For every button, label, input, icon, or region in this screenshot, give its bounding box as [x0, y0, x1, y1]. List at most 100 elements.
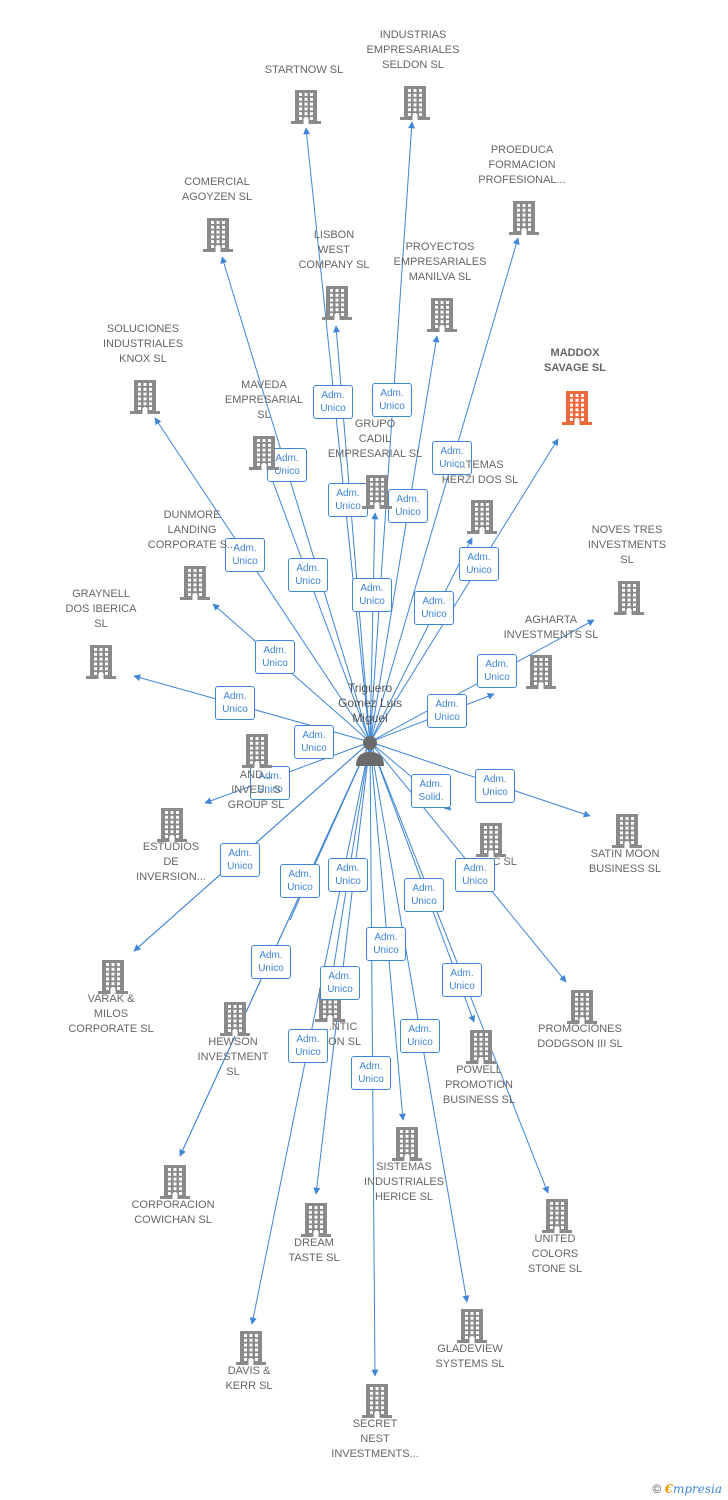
building-icon-and[interactable] — [242, 734, 272, 773]
building-icon-maddox[interactable] — [562, 391, 592, 430]
role-tag-and[interactable]: Adm. Unico — [250, 766, 290, 800]
company-label-herzi[interactable]: ...TEMAS HERZI DOS SL — [441, 459, 519, 486]
building-icon-seldon[interactable] — [400, 86, 430, 125]
role-tag-dunmore[interactable]: Adm. Unico — [255, 640, 295, 674]
building-icon-c[interactable] — [476, 823, 506, 862]
copyright-symbol: © — [652, 1482, 662, 1496]
role-tag-powell[interactable]: Adm. Unico — [442, 963, 482, 997]
company-label-startnow[interactable]: STARTNOW SL — [264, 64, 344, 76]
edge-agoyzen — [220, 256, 371, 743]
role-tag-herice[interactable]: Adm. Unico — [366, 927, 406, 961]
building-icon-manilva[interactable] — [427, 298, 457, 337]
building-icon-colors[interactable] — [542, 1199, 572, 1238]
company-label-dodgson[interactable]: PROMOCIONES DODGSON III SL — [537, 1023, 623, 1050]
role-tag-herzi[interactable]: Adm. Unico — [414, 591, 454, 625]
role-tag-extra-1[interactable]: Adm. Unico — [320, 966, 360, 1000]
company-label-davis[interactable]: DAVIS & KERR SL — [225, 1365, 273, 1392]
company-label-cowichan[interactable]: CORPORACION COWICHAN SL — [131, 1199, 215, 1226]
building-icon-herice[interactable] — [392, 1127, 422, 1166]
company-label-maddox[interactable]: MADDOX SAVAGE SL — [544, 347, 606, 374]
company-label-lisbon[interactable]: LISBON WEST COMPANY SL — [298, 229, 370, 271]
company-label-colors[interactable]: UNITED COLORS STONE SL — [527, 1233, 583, 1275]
role-tag-estudios[interactable]: Adm. Unico — [220, 843, 260, 877]
role-tag-knox[interactable]: Adm. Unico — [225, 538, 265, 572]
company-label-knox[interactable]: SOLUCIONES INDUSTRIALES KNOX SL — [102, 323, 184, 365]
building-icon-estudios[interactable] — [157, 808, 187, 847]
company-label-and[interactable]: AND... INVES...S GROUP SL — [227, 769, 285, 811]
building-icon-startnow[interactable] — [291, 90, 321, 129]
building-icon-satin[interactable] — [612, 814, 642, 853]
center-person-label[interactable]: Triguero Gomez Luis Miguel — [337, 681, 403, 725]
company-label-agharta[interactable]: AGHARTA INVESTMENTS SL — [503, 614, 599, 641]
role-tag-gladeview[interactable]: Adm. Unico — [400, 1019, 440, 1053]
role-tag-agharta[interactable]: Adm. Unico — [427, 694, 467, 728]
building-icon-cadil[interactable] — [362, 475, 392, 514]
company-label-hewson[interactable]: HEWSON INVESTMENT SL — [197, 1036, 269, 1078]
role-tag-proeduca[interactable]: Adm. Unico — [432, 441, 472, 475]
role-tag-cadil[interactable]: Adm. Unico — [352, 578, 392, 612]
role-tag-extra-2[interactable]: Adm. Unico — [294, 725, 334, 759]
building-icon-varak[interactable] — [98, 960, 128, 999]
company-label-maveda[interactable]: MAVEDA EMPRESARIAL SL — [224, 379, 304, 421]
company-label-cadil[interactable]: GRUPO CADIL EMPRESARIAL SL — [327, 418, 423, 460]
building-icon-gladeview[interactable] — [457, 1309, 487, 1348]
building-icon-cowichan[interactable] — [160, 1165, 190, 1204]
company-label-varak[interactable]: VARAK & MILOS CORPORATE SL — [68, 993, 154, 1035]
role-tag-satin[interactable]: Adm. Unico — [475, 769, 515, 803]
person-icon[interactable] — [356, 736, 384, 766]
building-icon-noves[interactable] — [614, 581, 644, 620]
company-label-estudios[interactable]: ESTUDIOS DE INVERSION... — [136, 841, 206, 883]
role-tag-secret[interactable]: Adm. Unico — [351, 1056, 391, 1090]
edge-knox — [154, 417, 371, 743]
edge-manilva — [369, 335, 440, 743]
company-label-agoyzen[interactable]: COMERCIAL AGOYZEN SL — [181, 176, 253, 203]
edge-maveda — [268, 473, 371, 743]
building-icon-proeduca[interactable] — [509, 201, 539, 240]
role-tag-dodgson[interactable]: Adm. Unico — [455, 858, 495, 892]
role-tag-extra-0[interactable]: Adm. Unico — [328, 858, 368, 892]
company-label-seldon[interactable]: INDUSTRIAS EMPRESARIALES SELDON SL — [366, 29, 460, 71]
role-tag-hewson[interactable]: Adm. Unico — [251, 945, 291, 979]
role-tag-colors[interactable]: Adm. Unico — [404, 878, 444, 912]
building-icon-lisbon[interactable] — [322, 286, 352, 325]
building-icon-maveda[interactable] — [249, 436, 279, 475]
company-label-herice[interactable]: SISTEMAS INDUSTRIALES HERICE SL — [363, 1161, 445, 1203]
building-icon-graynell[interactable] — [86, 645, 116, 684]
company-label-secret[interactable]: SECRET NEST INVESTMENTS... — [331, 1418, 419, 1460]
role-tag-graynell[interactable]: Adm. Unico — [215, 686, 255, 720]
role-tag-maveda[interactable]: Adm. Unico — [288, 558, 328, 592]
role-tag-manilva[interactable]: Adm. Unico — [388, 489, 428, 523]
company-label-proeduca[interactable]: PROEDUCA FORMACION PROFESIONAL... — [478, 144, 566, 186]
building-icon-herzi[interactable] — [467, 500, 497, 539]
edge-seldon — [369, 121, 416, 743]
building-icon-dunmore[interactable] — [180, 566, 210, 605]
company-label-powell[interactable]: POWELL PROMOTION BUSINESS SL — [442, 1064, 516, 1106]
role-tag-noves[interactable]: Adm. Unico — [477, 654, 517, 688]
role-tag-startnow[interactable]: Adm. Unico — [313, 385, 353, 419]
edge-maddox — [369, 438, 559, 743]
building-icon-secret[interactable] — [362, 1384, 392, 1423]
building-icon-knox[interactable] — [130, 380, 160, 419]
role-tag-seldon[interactable]: Adm. Unico — [372, 383, 412, 417]
company-label-graynell[interactable]: GRAYNELL DOS IBERICA SL — [65, 588, 137, 630]
building-icon-powell[interactable] — [466, 1030, 496, 1069]
role-tag-dream[interactable]: Adm. Unico — [280, 864, 320, 898]
building-icon-dodgson[interactable] — [567, 990, 597, 1029]
building-icon-davis[interactable] — [236, 1331, 266, 1370]
building-icon-dream[interactable] — [301, 1203, 331, 1242]
company-label-dunmore[interactable]: DUNMORE LANDING CORPORATE S... — [147, 509, 237, 551]
role-tag-c[interactable]: Adm. Solid. — [411, 774, 451, 808]
building-icon-agoyzen[interactable] — [203, 218, 233, 257]
company-label-noves[interactable]: NOVES TRES INVESTMENTS SL — [587, 524, 667, 566]
company-label-dream[interactable]: DREAM TASTE SL — [288, 1237, 340, 1264]
role-tag-maddox[interactable]: Adm. Unico — [459, 547, 499, 581]
building-icon-agharta[interactable] — [526, 655, 556, 694]
role-tag-davis[interactable]: Adm. Unico — [288, 1029, 328, 1063]
company-label-satin[interactable]: SATIN MOON BUSINESS SL — [588, 848, 662, 875]
company-label-gladeview[interactable]: GLADEVIEW SYSTEMS SL — [435, 1343, 505, 1370]
building-icon-hewson[interactable] — [220, 1002, 250, 1041]
edge-proeduca — [369, 237, 520, 743]
company-label-manilva[interactable]: PROYECTOS EMPRESARIALES MANILVA SL — [393, 241, 487, 283]
company-label-c[interactable]: ...C SL — [483, 856, 517, 868]
